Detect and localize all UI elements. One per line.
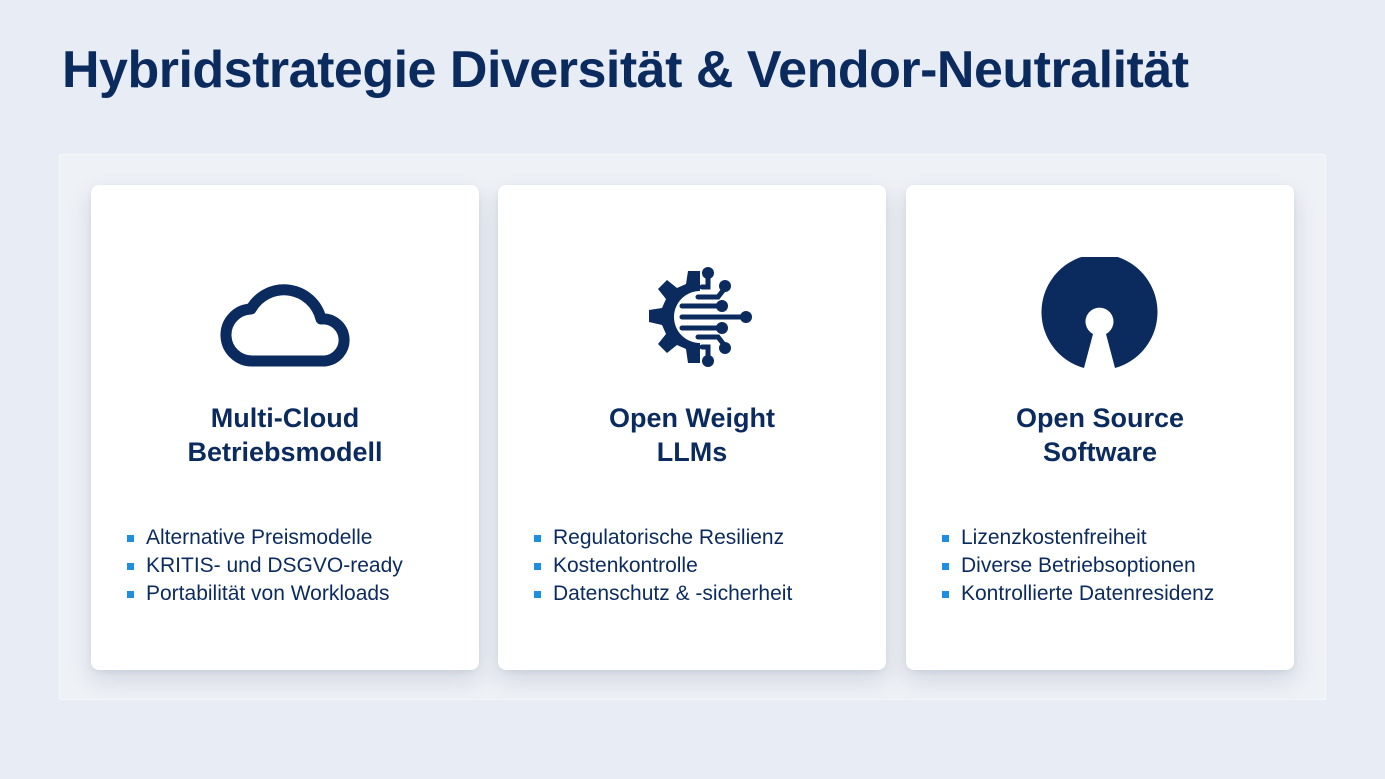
- page-title: Hybridstrategie Diversität & Vendor-Neut…: [62, 41, 1189, 99]
- card-heading-line: Multi-Cloud: [210, 403, 360, 433]
- list-item: Regulatorische Resilienz: [534, 524, 876, 552]
- cloud-icon: [215, 257, 355, 381]
- card-heading-line: LLMs: [656, 437, 728, 467]
- card-heading: Multi-Cloud Betriebsmodell: [91, 401, 479, 469]
- list-item: Portabilität von Workloads: [127, 580, 469, 608]
- bullet-list: Lizenzkostenfreiheit Diverse Betriebsopt…: [942, 524, 1284, 608]
- card-open-source-software: Open Source Software Lizenzkostenfreihei…: [906, 185, 1294, 670]
- card-heading: Open Weight LLMs: [498, 401, 886, 469]
- card-heading-line: Software: [1042, 437, 1158, 467]
- list-item: Alternative Preismodelle: [127, 524, 469, 552]
- bullet-list: Regulatorische Resilienz Kostenkontrolle…: [534, 524, 876, 608]
- card-heading-line: Open Source: [1015, 403, 1185, 433]
- list-item: Lizenzkostenfreiheit: [942, 524, 1284, 552]
- open-source-icon: [1030, 257, 1170, 381]
- bullet-list: Alternative Preismodelle KRITIS- und DSG…: [127, 524, 469, 608]
- list-item: Diverse Betriebsoptionen: [942, 552, 1284, 580]
- list-item: Kontrollierte Datenresidenz: [942, 580, 1284, 608]
- card-heading-line: Betriebsmodell: [187, 437, 383, 467]
- list-item: Datenschutz & -sicherheit: [534, 580, 876, 608]
- card-multi-cloud: Multi-Cloud Betriebsmodell Alternative P…: [91, 185, 479, 670]
- card-open-weight-llms: Open Weight LLMs Regulatorische Resilien…: [498, 185, 886, 670]
- list-item: KRITIS- und DSGVO-ready: [127, 552, 469, 580]
- card-heading-line: Open Weight: [609, 403, 775, 433]
- list-item: Kostenkontrolle: [534, 552, 876, 580]
- ai-gear-circuit-icon: [622, 257, 762, 381]
- card-heading: Open Source Software: [906, 401, 1294, 469]
